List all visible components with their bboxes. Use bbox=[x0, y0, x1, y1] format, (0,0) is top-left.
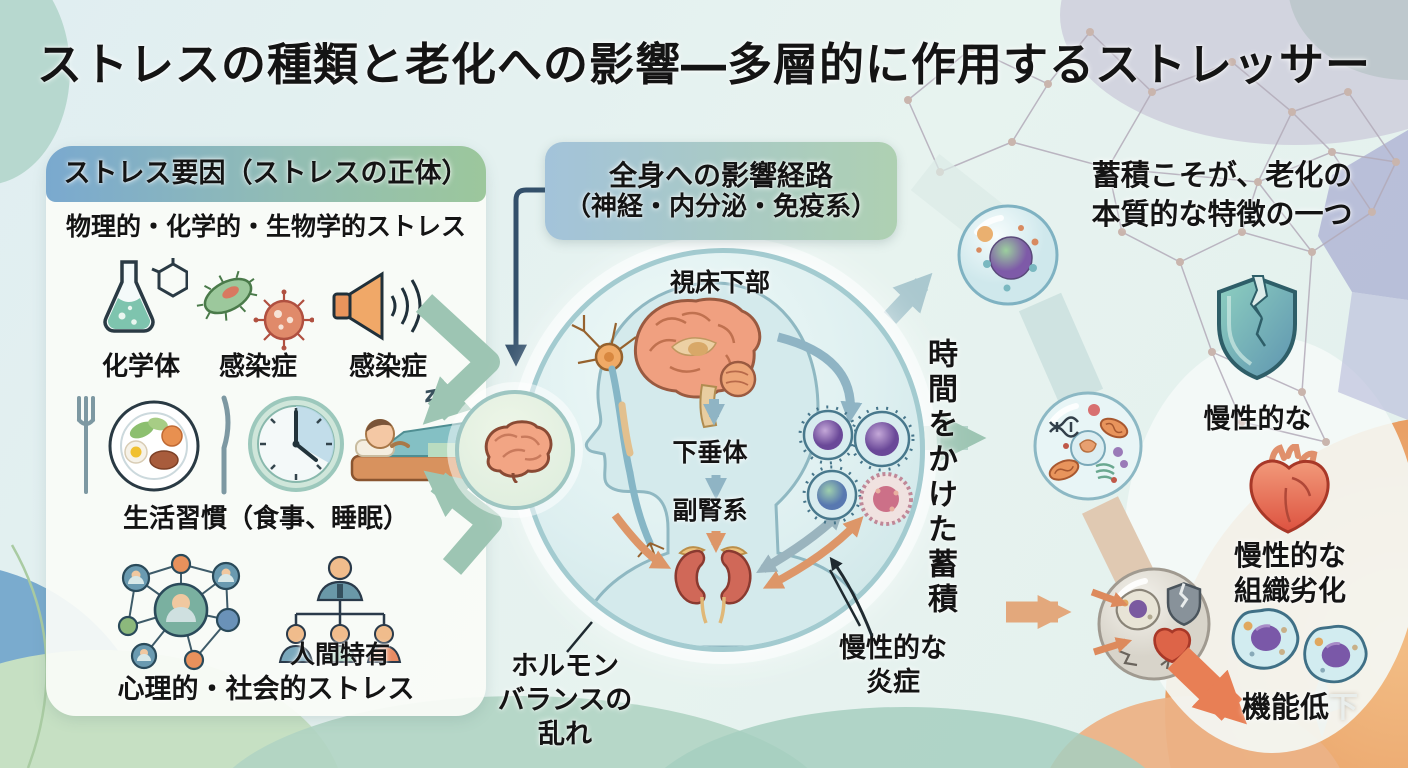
lifestyle-label: 生活習慣（食事、睡眠） bbox=[122, 504, 409, 534]
clock-icon bbox=[246, 394, 346, 498]
aged-cell-icon bbox=[1226, 606, 1304, 682]
teal-blob bbox=[664, 707, 1146, 768]
body-pathway-circle bbox=[521, 248, 925, 652]
arrow-hormone-to-kidney bbox=[611, 512, 672, 569]
hormone-imbalance-label: ホルモン バランスの 乱れ bbox=[497, 651, 633, 750]
noise-label: 感染症 bbox=[348, 352, 427, 382]
arrow-to-healthy-cell bbox=[883, 272, 933, 324]
aged-cell-icon bbox=[1298, 622, 1372, 696]
accumulation-note: 蓄積こそが、老化の 本質的な特徴の一つ bbox=[1091, 158, 1353, 232]
speaker-icon bbox=[328, 266, 428, 352]
chronic-immune-label: 慢性的な bbox=[1203, 404, 1312, 435]
healthy-cell-icon bbox=[955, 202, 1061, 312]
band-healthy-to-damaged bbox=[1018, 292, 1104, 408]
brain-icon bbox=[484, 420, 553, 483]
chronic-inflammation-label: 慢性的な 炎症 bbox=[839, 633, 947, 698]
chemical-label: 化学体 bbox=[101, 352, 180, 382]
infection-label: 感染症 bbox=[218, 352, 297, 382]
flask-icon bbox=[96, 258, 189, 354]
physical-stress-subtitle: 物理的・化学的・生物学的ストレス bbox=[65, 212, 466, 241]
stress-chevron-arrow-bottom bbox=[423, 470, 502, 575]
psychosocial-label: 心理的・社会的ストレス bbox=[117, 674, 415, 705]
sparkle-shape bbox=[1288, 670, 1356, 738]
meal-icon bbox=[74, 394, 234, 502]
stress-hit-arrow bbox=[1090, 588, 1129, 608]
hormone-callout-line bbox=[566, 621, 593, 653]
stressor-panel-header: ストレス要因（ストレスの正体） bbox=[46, 146, 486, 202]
body-pathway-illustration bbox=[571, 281, 915, 647]
brain-node bbox=[455, 390, 575, 510]
corner-blob bbox=[0, 0, 70, 184]
decline-arrow bbox=[1167, 647, 1247, 725]
facet-shape bbox=[1338, 292, 1408, 420]
page-title: ストレスの種類と老化への影響―多層的に作用するストレッサー bbox=[36, 38, 1371, 91]
org-chart-icon bbox=[270, 554, 410, 676]
stressor-panel-title: ストレス要因（ストレスの正体） bbox=[63, 157, 469, 189]
broken-shield-icon bbox=[1207, 272, 1307, 388]
microbe-virus-icon bbox=[196, 264, 315, 356]
arrow-brain-to-immune bbox=[776, 332, 863, 424]
arrow-kidney-immune-hormone bbox=[762, 516, 864, 589]
inflammation-callout-line bbox=[828, 569, 862, 627]
pathway-connector-arrow bbox=[505, 187, 560, 367]
band-damaged-to-senescent bbox=[1082, 496, 1156, 592]
stress-hit-arrow bbox=[1092, 637, 1133, 656]
stressor-panel: ストレス要因（ストレスの正体） 物理的・化学的・生物学的ストレス bbox=[46, 146, 486, 716]
mini-heart-icon bbox=[1153, 627, 1192, 664]
damaged-cell-icon bbox=[1030, 388, 1146, 508]
heart-icon bbox=[1242, 442, 1337, 540]
pathway-header-line1: 全身への影響経路 bbox=[608, 158, 833, 192]
adrenal-label: 副腎系 bbox=[672, 496, 748, 525]
time-accumulation-label: 時間をかけた蓄積 bbox=[922, 338, 957, 618]
kidneys-icon bbox=[674, 546, 752, 624]
pathway-header-box: 全身への影響経路 （神経・内分泌・免疫系） bbox=[545, 142, 897, 240]
brain-sagittal-icon bbox=[633, 297, 762, 429]
facet-shape bbox=[1318, 130, 1408, 300]
tissue-degradation-label: 慢性的な 組織劣化 bbox=[1233, 539, 1346, 607]
mini-shield-icon bbox=[1166, 582, 1202, 627]
pathway-header-line2: （神経・内分泌・免疫系） bbox=[564, 192, 877, 223]
social-network-icon bbox=[106, 550, 256, 676]
corner-blob bbox=[1289, 0, 1408, 80]
pituitary-label: 下垂体 bbox=[672, 438, 748, 467]
dna-icon bbox=[1049, 416, 1079, 438]
human-specific-label: 人間特有 bbox=[289, 640, 390, 669]
hypothalamus-label: 視床下部 bbox=[669, 268, 770, 297]
stress-chevron-arrow-top bbox=[415, 294, 500, 425]
inflammation-callout-arrow bbox=[829, 556, 874, 637]
functional-decline-label: 機能低下 bbox=[1241, 690, 1359, 724]
immune-cells-icon bbox=[798, 405, 915, 526]
